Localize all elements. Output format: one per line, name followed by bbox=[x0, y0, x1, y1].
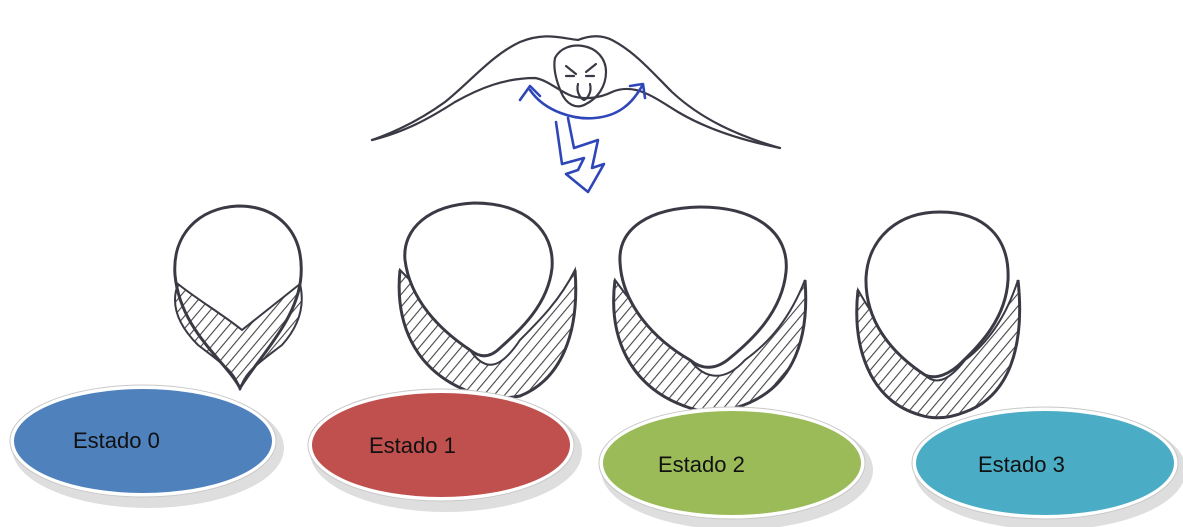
state-label-0: Estado 0 bbox=[73, 428, 160, 453]
bird-sketch-icon bbox=[370, 35, 782, 150]
state-ellipse-0 bbox=[9, 384, 284, 508]
vertebra-section-0-icon bbox=[173, 204, 303, 392]
vertebra-section-2-icon bbox=[612, 205, 808, 414]
state-label-3: Estado 3 bbox=[978, 452, 1065, 477]
curved-double-arrow-icon bbox=[518, 82, 647, 120]
downward-zigzag-arrow-icon bbox=[554, 116, 606, 194]
state-ellipse-2 bbox=[598, 406, 873, 527]
state-ellipse-3 bbox=[911, 406, 1183, 527]
bird-eyes bbox=[564, 62, 598, 78]
vertebra-section-1-icon bbox=[397, 201, 578, 400]
vertebra-section-3-icon bbox=[855, 210, 1022, 420]
state-ellipse-1 bbox=[307, 388, 582, 512]
state-label-1: Estado 1 bbox=[369, 433, 456, 458]
bird-wings-outline bbox=[370, 35, 782, 150]
bird-wings-inner bbox=[370, 76, 782, 150]
state-label-2: Estado 2 bbox=[658, 452, 745, 477]
bird-beak bbox=[576, 82, 592, 102]
bird-head bbox=[553, 44, 608, 108]
